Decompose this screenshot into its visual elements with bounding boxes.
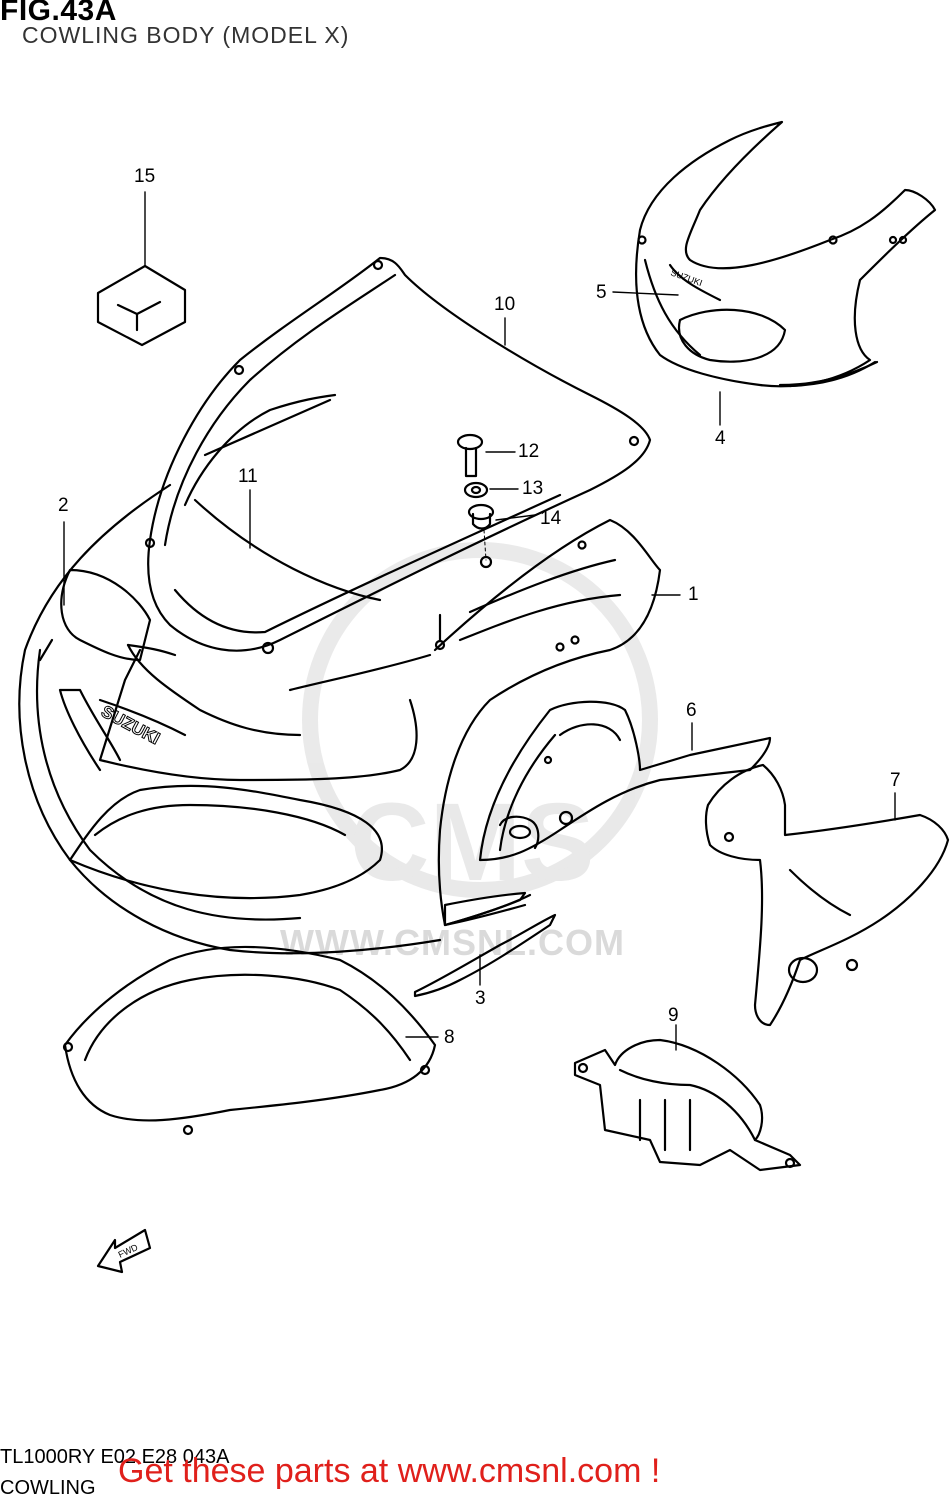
part-13-washer[interactable]	[463, 481, 519, 499]
part-10-windscreen[interactable]	[144, 256, 652, 655]
callout-6[interactable]: 6	[686, 700, 697, 721]
callout-15[interactable]: 15	[134, 166, 156, 187]
part-6-intake-duct[interactable]	[478, 700, 772, 862]
brand-logo-front: SUZUKI	[98, 702, 163, 748]
watermark-logo-text: CMS	[350, 781, 594, 904]
part-5-meter-panel[interactable]	[612, 263, 722, 302]
figure-subtitle: COWLING BODY (MODEL X)	[22, 22, 350, 48]
callout-12[interactable]: 12	[518, 441, 540, 462]
callout-7[interactable]: 7	[890, 770, 901, 791]
figure-title: FIG.43A	[0, 0, 117, 27]
callout-14[interactable]: 14	[540, 508, 562, 529]
callout-11[interactable]: 11	[238, 466, 258, 487]
callout-13[interactable]: 13	[522, 478, 544, 499]
callout-3[interactable]: 3	[475, 988, 486, 1009]
fwd-arrow-icon	[96, 1228, 152, 1274]
watermark-logo: CMS	[302, 542, 658, 904]
part-3-trim-strip[interactable]	[413, 891, 557, 998]
part-8-inner-panel[interactable]	[62, 945, 439, 1136]
callout-1[interactable]: 1	[688, 584, 699, 605]
figure-name: COWLING	[0, 1477, 96, 1499]
part-4-inner-cover[interactable]	[634, 120, 937, 426]
watermark-url: WWW.CMSNL.COM	[280, 922, 625, 963]
callout-5[interactable]: 5	[596, 282, 607, 303]
part-12-screw[interactable]	[456, 433, 516, 478]
figure-code: TL1000RY E02 E28 043A	[0, 1446, 230, 1468]
callout-2[interactable]: 2	[58, 495, 69, 516]
callout-8[interactable]: 8	[444, 1027, 455, 1048]
callout-9[interactable]: 9	[668, 1005, 679, 1026]
promo-link[interactable]: Get these parts at www.cmsnl.com !	[118, 1452, 661, 1490]
part-2-upper-cowling[interactable]	[18, 483, 442, 955]
part-14-grommet[interactable]	[467, 503, 536, 569]
part-9-bracket-cover[interactable]	[573, 1024, 802, 1172]
part-15-label-sticker[interactable]	[96, 191, 187, 347]
callout-10[interactable]: 10	[494, 294, 516, 315]
callout-4[interactable]: 4	[715, 428, 726, 449]
brand-logo-small: SUZUKI	[669, 267, 703, 288]
part-7-side-panel[interactable]	[704, 763, 950, 1027]
